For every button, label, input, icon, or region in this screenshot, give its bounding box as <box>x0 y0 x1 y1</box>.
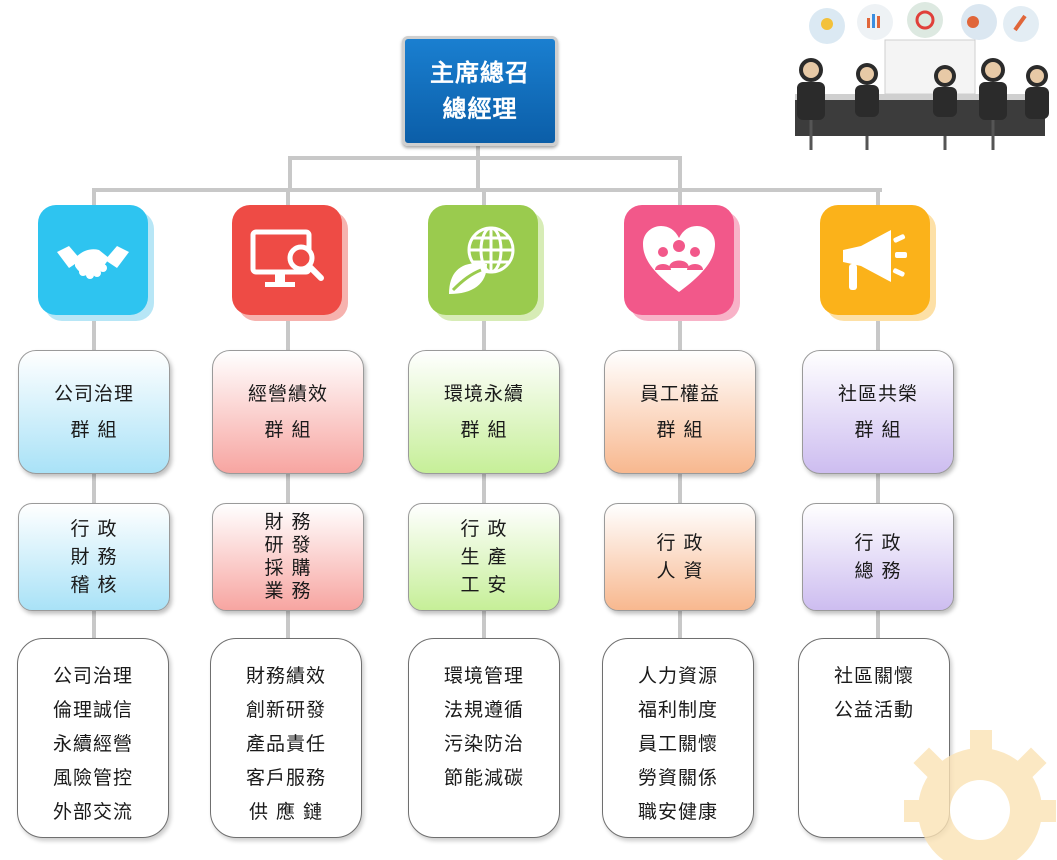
task-item: 財務績效 <box>245 665 326 687</box>
dept-box: 財 務 研 發 採 購 業 務 <box>212 503 364 611</box>
task-item: 勞資關係 <box>637 767 718 789</box>
chief-subtitle: 總經理 <box>442 95 518 123</box>
task-box: 公司治理 倫理誠信 永續經營 風險管控 外部交流 <box>17 638 169 838</box>
task-item: 公司治理 <box>52 665 133 687</box>
dept-item: 總 務 <box>854 560 902 582</box>
task-item: 人力資源 <box>637 665 718 687</box>
monitor-search-icon-tile <box>232 205 350 323</box>
connector-row-upper <box>288 156 682 160</box>
heart-people-icon-tile <box>624 205 742 323</box>
dept-box: 行 政 財 務 稽 核 <box>18 503 170 611</box>
task-item: 節能減碳 <box>443 767 524 789</box>
task-item: 供 應 鏈 <box>248 801 324 823</box>
task-item: 福利制度 <box>637 699 718 721</box>
task-item: 倫理誠信 <box>52 699 133 721</box>
task-item: 社區關懷 <box>833 665 914 687</box>
task-item: 職安健康 <box>637 801 718 823</box>
task-item: 污染防治 <box>443 733 524 755</box>
task-box: 環境管理 法規遵循 污染防治 節能減碳 <box>408 638 560 838</box>
dept-item: 採 購 <box>264 557 312 579</box>
task-item: 風險管控 <box>52 767 133 789</box>
task-item: 法規遵循 <box>443 699 524 721</box>
monitor-search-icon <box>250 229 324 287</box>
group-subtitle: 群 組 <box>854 419 902 441</box>
group-box: 經營績效 群 組 <box>212 350 364 474</box>
group-title: 員工權益 <box>639 383 720 405</box>
task-box: 人力資源 福利制度 員工關懷 勞資關係 職安健康 <box>602 638 754 838</box>
dept-item: 行 政 <box>854 532 902 554</box>
chief-title: 主席總召 <box>430 59 530 87</box>
dept-item: 人 資 <box>656 560 704 582</box>
group-title: 公司治理 <box>53 383 134 405</box>
handshake-icon-tile <box>38 205 156 323</box>
group-subtitle: 群 組 <box>656 419 704 441</box>
task-item: 永續經營 <box>52 733 133 755</box>
task-box: 財務績效 創新研發 產品責任 客戶服務 供 應 鏈 <box>210 638 362 838</box>
group-title: 社區共榮 <box>837 383 918 405</box>
group-box: 公司治理 群 組 <box>18 350 170 474</box>
task-item: 客戶服務 <box>245 767 326 789</box>
dept-item: 業 務 <box>264 580 312 602</box>
task-item: 外部交流 <box>52 801 133 823</box>
task-item: 公益活動 <box>833 699 914 721</box>
connector-top-vertical <box>476 140 480 158</box>
dept-item: 研 發 <box>264 534 312 556</box>
group-title: 環境永續 <box>443 383 524 405</box>
dept-item: 行 政 <box>656 532 704 554</box>
group-subtitle: 群 組 <box>70 419 118 441</box>
connector-right-drop <box>678 156 682 190</box>
globe-leaf-icon <box>449 226 515 294</box>
handshake-icon <box>57 246 129 279</box>
dept-item: 稽 核 <box>70 574 118 596</box>
group-box: 社區共榮 群 組 <box>802 350 954 474</box>
group-box: 環境永續 群 組 <box>408 350 560 474</box>
dept-item: 工 安 <box>460 574 508 596</box>
group-title: 經營績效 <box>247 383 328 405</box>
org-chart: 主席總召 總經理 <box>17 2 1056 860</box>
chief-box: 主席總召 總經理 <box>402 36 558 146</box>
dept-item: 行 政 <box>70 518 118 540</box>
group-subtitle: 群 組 <box>264 419 312 441</box>
connector-row-lower <box>92 188 882 192</box>
dept-box: 行 政 總 務 <box>802 503 954 611</box>
business-meeting-icon <box>795 2 1049 150</box>
dept-item: 生 產 <box>460 546 508 568</box>
dept-item: 財 務 <box>264 511 312 533</box>
megaphone-icon <box>843 230 907 290</box>
connector-center-drop <box>476 156 480 190</box>
task-item: 環境管理 <box>443 665 524 687</box>
dept-box: 行 政 生 產 工 安 <box>408 503 560 611</box>
task-item: 員工關懷 <box>637 733 718 755</box>
task-item: 創新研發 <box>245 699 326 721</box>
heart-people-icon <box>643 226 715 292</box>
group-box: 員工權益 群 組 <box>604 350 756 474</box>
globe-leaf-icon-tile <box>428 205 546 323</box>
dept-item: 行 政 <box>460 518 508 540</box>
task-item: 產品責任 <box>245 733 326 755</box>
dept-item: 財 務 <box>70 546 118 568</box>
dept-box: 行 政 人 資 <box>604 503 756 611</box>
connector-left-drop <box>288 156 292 190</box>
gear-icon <box>904 730 1056 860</box>
group-subtitle: 群 組 <box>460 419 508 441</box>
megaphone-icon-tile <box>820 205 938 323</box>
